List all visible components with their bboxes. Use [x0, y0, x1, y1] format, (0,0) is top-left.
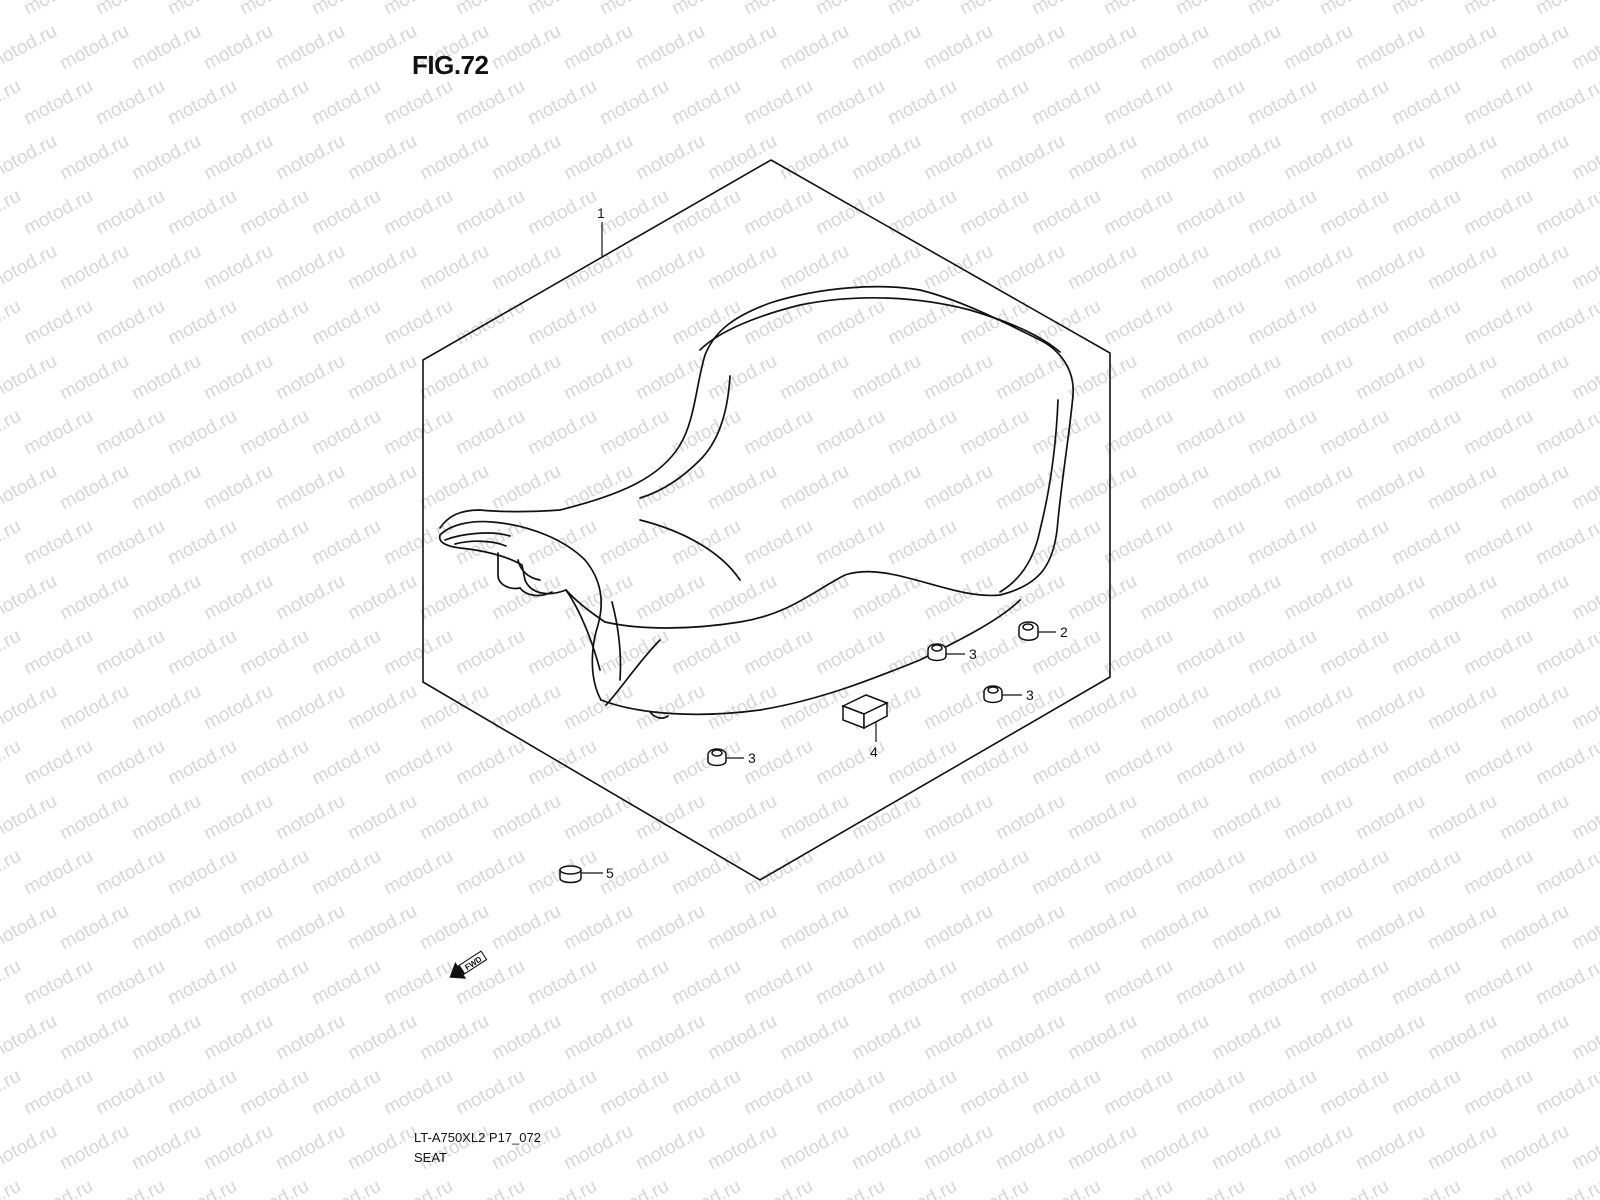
callout-1: 1	[597, 205, 605, 221]
assembly-name: SEAT	[414, 1150, 447, 1165]
callout-4: 4	[870, 744, 878, 760]
callout-5: 5	[606, 865, 614, 881]
callout-3a: 3	[969, 646, 977, 662]
leader-lines	[581, 222, 1056, 874]
fwd-arrow-icon: FWD	[449, 950, 488, 979]
callout-3c: 3	[748, 750, 756, 766]
cushion-3a	[927, 643, 947, 662]
callout-3b: 3	[1026, 687, 1034, 703]
drawing-code: LT-A750XL2 P17_072	[414, 1130, 541, 1145]
seat-illustration	[438, 285, 1074, 719]
cushion-2	[1018, 621, 1039, 641]
block-4	[841, 694, 889, 730]
figure-title: FIG.72	[412, 50, 489, 80]
callout-2: 2	[1060, 624, 1068, 640]
cap-5	[559, 865, 582, 884]
assembly-boundary-hexagon	[422, 159, 1111, 881]
cushion-3c	[707, 748, 727, 767]
cushion-3b	[983, 685, 1003, 704]
